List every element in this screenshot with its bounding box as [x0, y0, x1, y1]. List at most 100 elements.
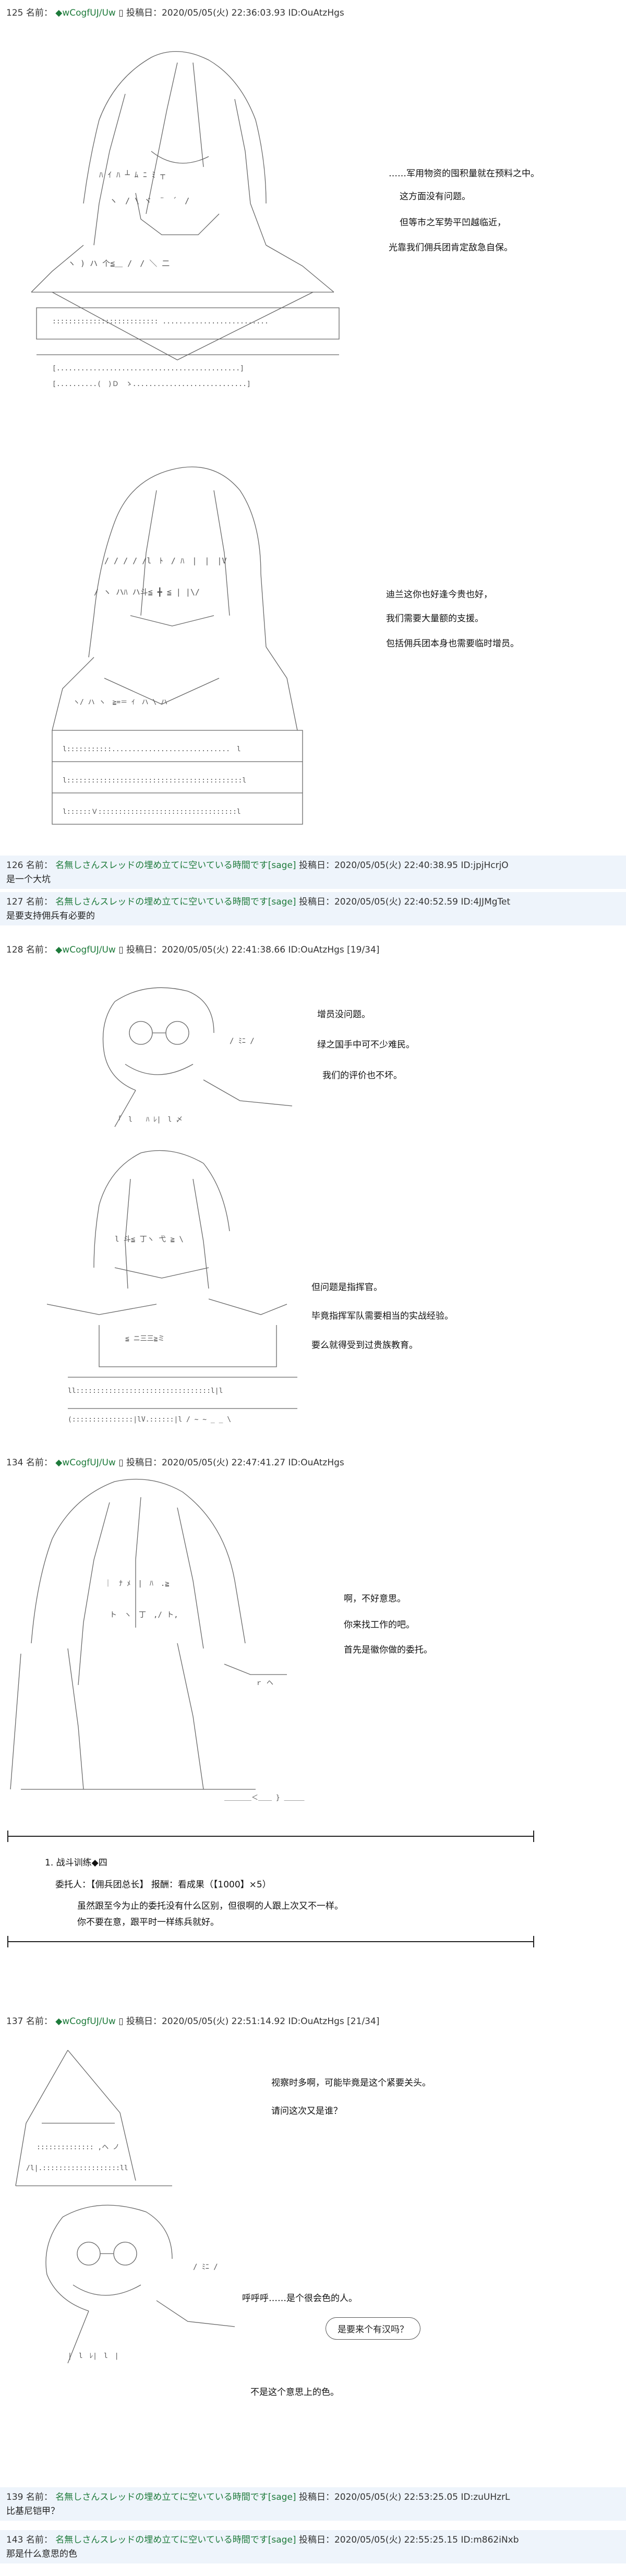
post-header-128: 128 名前： ◆wCogfUJ/Uw ▯ 投稿日：2020/05/05(火) … — [6, 942, 379, 955]
post-name-label: 名前： — [26, 1458, 53, 1468]
ascii-art-long-haired-woman: / / / / /l ﾄ / ﾊ | | |V / ヽ ハﾊ ハ斗≦ ╋ ≦ |… — [42, 459, 323, 835]
dialogue-line: ……军用物资的囤积量就在预料之中。 — [389, 168, 539, 179]
dialogue-line: 光靠我们佣兵团肯定敌急自保。 — [389, 243, 513, 253]
post-header-127: 127 名前： 名無しさんスレッドの埋め立てに空いている時間です[sage] 投… — [0, 892, 626, 907]
post-meta: ▯ 投稿日：2020/05/05(火) 22:36:03.93 ID:OuAtz… — [118, 8, 344, 18]
svg-text:| l ﾚ| l |: | l ﾚ| l | — [68, 2352, 119, 2360]
quest-description: 你不要在意，跟平时一样练兵就好。 — [77, 1917, 219, 1928]
ascii-art-hooded-person: :::::::::::::: ,ヘ ノ /l|.::::::::::::::::… — [5, 2045, 214, 2196]
post-header-137: 137 名前： ◆wCogfUJ/Uw ▯ 投稿日：2020/05/05(火) … — [6, 2014, 379, 2027]
post-author: 名無しさんスレッドの埋め立てに空いている時間です[sage] — [55, 860, 296, 871]
svg-text:l 斗≦ 丁ヽ 弋 ≧ \: l 斗≦ 丁ヽ 弋 ≧ \ — [115, 1235, 184, 1244]
post-author: ◆wCogfUJ/Uw — [55, 1458, 116, 1468]
dialogue-line: 但问题是指挥官。 — [311, 1282, 382, 1293]
post-meta: ▯ 投稿日：2020/05/05(火) 22:47:41.27 ID:OuAtz… — [118, 1458, 344, 1468]
divider-tick — [7, 1831, 8, 1842]
svg-text:(:::::::::::::::|lV.::::::|l /: (:::::::::::::::|lV.::::::|l / ~ ~ _ _ \ — [68, 1416, 231, 1424]
speech-bubble: 是要来个有汉吗？ — [326, 2317, 420, 2340]
divider-line — [7, 1836, 534, 1837]
quest-client: 委托人：【佣兵团总长】 报酬：看成果（【1000】×5） — [55, 1880, 271, 1890]
dialogue-line: 请问这次又是谁？ — [271, 2106, 342, 2116]
dialogue-line: 但等市之军势平凹越临近， — [400, 218, 506, 228]
post-header-143: 143 名前： 名無しさんスレッドの埋め立てに空いている時間です[sage] 投… — [0, 2530, 626, 2545]
post-author: ◆wCogfUJ/Uw — [55, 2016, 116, 2027]
dialogue-line: 包括佣兵团本身也需要临时增员。 — [386, 639, 519, 649]
svg-text:/l|.:::::::::::::::::::ll: /l|.:::::::::::::::::::ll — [26, 2164, 128, 2172]
dialogue-line: 毕竟指挥军队需要相当的实战经验。 — [311, 1311, 453, 1321]
post-number: 139 — [6, 2492, 23, 2502]
dialogue-line: 绿之国手中可不少难民。 — [317, 1040, 415, 1050]
svg-text:ヽ / \ ヾ ¨ ´ /: ヽ / \ ヾ ¨ ´ / — [110, 196, 189, 206]
dialogue-line: 这方面没有问题。 — [400, 191, 471, 202]
svg-text:/ ﾐﾆ /: / ﾐﾆ / — [193, 2263, 218, 2271]
divider-tick — [533, 1936, 534, 1947]
svg-text:/ ﾐﾆ /: / ﾐﾆ / — [230, 1037, 255, 1045]
dialogue-line: 迪兰这你也好逢今贵也好， — [386, 589, 492, 600]
post-name-label: 名前： — [26, 860, 53, 871]
post-header-125: 125 名前： ◆wCogfUJ/Uw ▯ 投稿日：2020/05/05(火) … — [6, 5, 344, 18]
svg-text:＿＿＿＿＜＿＿ } ＿＿＿: ＿＿＿＿＜＿＿ } ＿＿＿ — [224, 1794, 304, 1802]
post-meta: 投稿日：2020/05/05(火) 22:55:25.15 ID:m862iNx… — [298, 2535, 519, 2545]
ascii-art-large-figure: ｜ ﾅ ﾒ | ﾊ .≧ ト ヽ 丁 ,/ ト, ｒ ヘ ＿＿＿＿＜＿＿ } ＿… — [5, 1476, 329, 1815]
svg-text:≦ ニ三三≧ミ: ≦ ニ三三≧ミ — [125, 1335, 164, 1343]
svg-text::::::::::::::::::::::::::: ...: :::::::::::::::::::::::::: .............… — [52, 318, 269, 326]
post-number: 125 — [6, 8, 23, 18]
response-143: 143 名前： 名無しさんスレッドの埋め立てに空いている時間です[sage] 投… — [0, 2530, 626, 2563]
post-name-label: 名前： — [26, 945, 53, 955]
svg-text:ｒ ヘ: ｒ ヘ — [256, 1679, 273, 1687]
post-meta: 投稿日：2020/05/05(火) 22:40:52.59 ID:4JJMgTe… — [298, 897, 511, 907]
post-meta: 投稿日：2020/05/05(火) 22:40:38.95 ID:jpjHcrj… — [298, 860, 509, 871]
svg-text:l::::::Ｖ::::::::::::::::::::::: l::::::Ｖ::::::::::::::::::::::::::::::::… — [63, 808, 241, 816]
divider-tick — [533, 1831, 534, 1842]
post-number: 143 — [6, 2535, 23, 2545]
ascii-art-hooded-figure: ﾊ ｲ ﾊ ┴ ﾑ ﾆ ﾐ ┬ ヽ / \ ヾ ¨ ´ / ヽ ) ハ 个≦＿ … — [21, 47, 355, 423]
response-139: 139 名前： 名無しさんスレッドの埋め立てに空いている時間です[sage] 投… — [0, 2487, 626, 2521]
post-author: 名無しさんスレッドの埋め立てに空いている時間です[sage] — [55, 897, 296, 907]
dialogue-line: 啊，不好意思。 — [344, 1594, 406, 1604]
dialogue-line: 我们需要大量额的支援。 — [386, 613, 484, 624]
dialogue-line: 你来找工作的吧。 — [344, 1620, 415, 1630]
ascii-art-bearded-man: / ﾐﾆ / 「 l ﾊ ﾚ| l 〆 — [83, 981, 323, 1137]
post-author: 名無しさんスレッドの埋め立てに空いている時間です[sage] — [55, 2492, 296, 2502]
svg-text:[..........( )Ｄ ゝ.............: [..........( )Ｄ ゝ.......................… — [52, 380, 251, 388]
post-body: 是一个大坑 — [6, 874, 51, 885]
post-name-label: 名前： — [26, 2492, 53, 2502]
post-name-label: 名前： — [26, 8, 53, 18]
quest-title: 1. 战斗训练◆四 — [45, 1858, 107, 1868]
response-127: 127 名前： 名無しさんスレッドの埋め立てに空いている時間です[sage] 投… — [0, 892, 626, 925]
post-number: 128 — [6, 945, 23, 955]
dialogue-line: 增员没问题。 — [317, 1009, 370, 1020]
divider-line — [7, 1941, 534, 1942]
quest-description: 虽然跟至今为止的委托没有什么区别，但很啊的人跟上次又不一样。 — [77, 1901, 343, 1911]
ascii-art-armored-woman: l 斗≦ 丁ヽ 弋 ≧ \ ≦ ニ三三≧ミ ll::::::::::::::::… — [37, 1148, 329, 1429]
post-meta: ▯ 投稿日：2020/05/05(火) 22:41:38.66 ID:OuAtz… — [118, 945, 380, 955]
svg-text::::::::::::::: ,ヘ ノ: :::::::::::::: ,ヘ ノ — [37, 2144, 119, 2151]
svg-text:ll::::::::::::::::::::::::::::: ll:::::::::::::::::::::::::::::::::l|l — [68, 1387, 223, 1395]
post-body: 是要支持佣兵有必要的 — [6, 911, 95, 921]
svg-text:ﾊ ｲ ﾊ ┴ ﾑ ﾆ ﾐ ┬: ﾊ ｲ ﾊ ┴ ﾑ ﾆ ﾐ ┬ — [99, 170, 165, 179]
post-number: 134 — [6, 1458, 23, 1468]
post-author: ◆wCogfUJ/Uw — [55, 945, 116, 955]
svg-text:「 l ﾊ ﾚ| l 〆: 「 l ﾊ ﾚ| l 〆 — [115, 1116, 183, 1124]
post-name-label: 名前： — [26, 2535, 53, 2545]
post-body: 比基尼铠甲？ — [6, 2506, 59, 2517]
dialogue-line: 视察时多啊，可能毕竟是这个紧要关头。 — [271, 2078, 431, 2088]
svg-text:l:::::::::::..................: l:::::::::::............................… — [63, 745, 241, 753]
dialogue-line: 首先是徽你做的委托。 — [344, 1645, 432, 1655]
svg-text:ト ヽ 丁 ,/ ト,: ト ヽ 丁 ,/ ト, — [110, 1611, 178, 1619]
dialogue-line: 不是这个意思上的色。 — [250, 2387, 339, 2398]
svg-text:｜ ﾅ ﾒ | ﾊ .≧: ｜ ﾅ ﾒ | ﾊ .≧ — [104, 1580, 170, 1588]
svg-text:/ / / / /l ﾄ / ﾊ | | |V: / / / / /l ﾄ / ﾊ | | |V — [104, 556, 227, 565]
post-number: 127 — [6, 897, 23, 907]
post-header-139: 139 名前： 名無しさんスレッドの埋め立てに空いている時間です[sage] 投… — [0, 2487, 626, 2502]
dialogue-line: 要么就得受到过贵族教育。 — [311, 1340, 418, 1351]
post-name-label: 名前： — [26, 2016, 53, 2027]
svg-text:l:::::::::::::::::::::::::::::: l:::::::::::::::::::::::::::::::::::::::… — [63, 777, 246, 785]
post-meta: 投稿日：2020/05/05(火) 22:53:25.05 ID:zuUHzrL — [298, 2492, 510, 2502]
post-number: 137 — [6, 2016, 23, 2027]
post-author: ◆wCogfUJ/Uw — [55, 8, 116, 18]
svg-text:/ ヽ ハﾊ ハ斗≦ ╋ ≦ | |\/: / ヽ ハﾊ ハ斗≦ ╋ ≦ | |\/ — [94, 587, 200, 597]
divider-tick — [7, 1936, 8, 1947]
post-meta: ▯ 投稿日：2020/05/05(火) 22:51:14.92 ID:OuAtz… — [118, 2016, 380, 2027]
post-author: 名無しさんスレッドの埋め立てに空いている時間です[sage] — [55, 2535, 296, 2545]
